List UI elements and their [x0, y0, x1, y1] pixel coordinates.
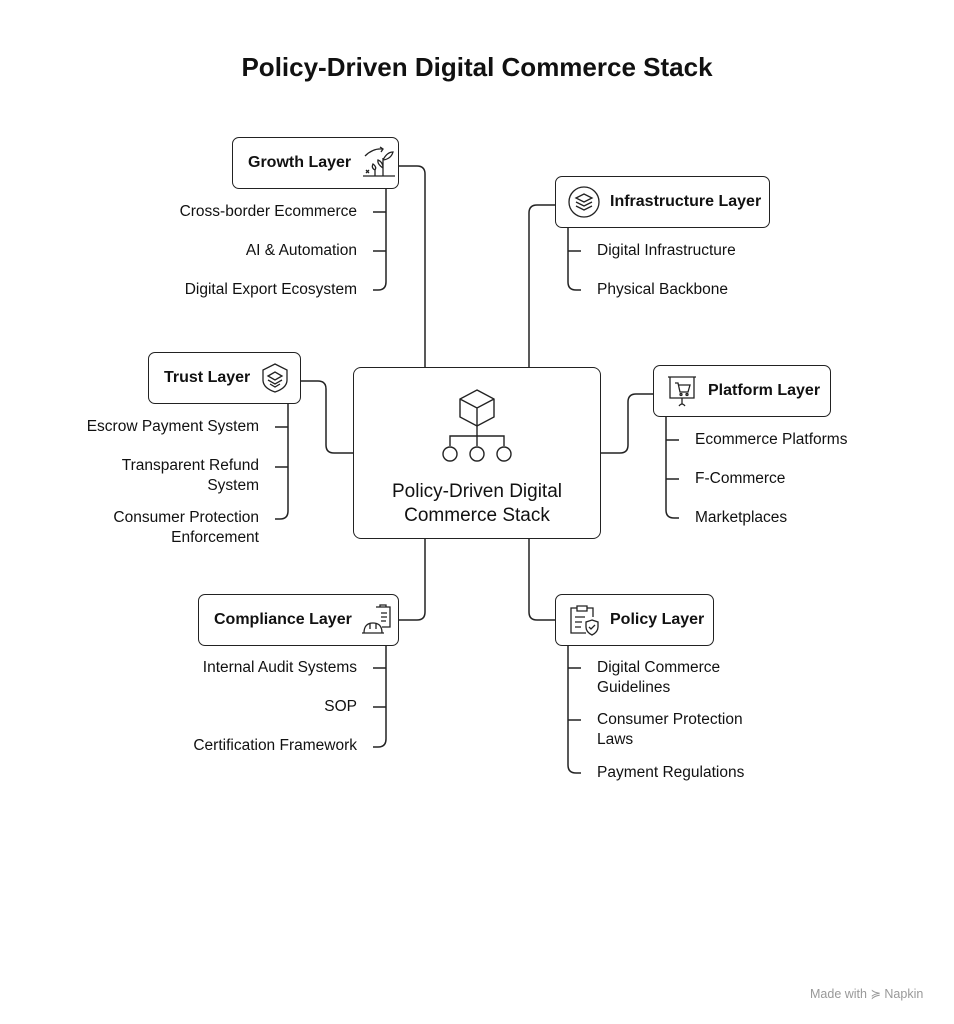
layers-icon [568, 186, 600, 218]
infrastructure-item: Physical Backbone [597, 281, 728, 298]
platform-layer-label: Platform Layer [708, 382, 821, 399]
policy-item-line: Digital Commerce [597, 659, 721, 676]
growth-layer-label: Growth Layer [248, 154, 352, 171]
trust-item-line: Transparent Refund [121, 457, 259, 474]
platform-item: Ecommerce Platforms [695, 431, 848, 448]
plant-growth-icon [363, 146, 396, 177]
center-title-line2: Commerce Stack [404, 505, 550, 526]
compliance-layer-node: Compliance Layer [198, 594, 399, 646]
infrastructure-layer-label: Infrastructure Layer [610, 193, 762, 210]
growth-item: Cross-border Ecommerce [179, 203, 357, 220]
policy-layer-node: Policy Layer [555, 594, 714, 646]
policy-item-line: Laws [597, 731, 634, 748]
center-title-line1: Policy-Driven Digital [392, 481, 562, 502]
trust-item: Escrow Payment System [86, 418, 259, 435]
platform-item: Marketplaces [695, 509, 788, 526]
trust-layer-label: Trust Layer [164, 369, 251, 386]
center-node: Policy-Driven Digital Commerce Stack [353, 367, 601, 539]
compliance-layer-label: Compliance Layer [214, 611, 352, 628]
policy-item: Payment Regulations [597, 764, 745, 781]
trust-item-line: Consumer Protection [113, 509, 259, 526]
infrastructure-item: Digital Infrastructure [597, 242, 736, 259]
made-with-napkin-footer: Made with ≽ Napkin [810, 987, 924, 1001]
hardhat-clipboard-icon [361, 604, 391, 634]
compliance-item: Certification Framework [193, 737, 357, 754]
policy-item-line: Guidelines [597, 679, 671, 696]
compliance-item: Internal Audit Systems [202, 659, 357, 676]
growth-item: AI & Automation [245, 242, 357, 259]
shield-icon [262, 363, 288, 393]
clipboard-shield-icon [570, 605, 599, 636]
cube-hierarchy-icon [442, 389, 512, 462]
compliance-item: SOP [324, 698, 357, 715]
policy-layer-label: Policy Layer [610, 611, 705, 628]
cart-board-icon [668, 376, 696, 407]
trust-item-line: System [207, 477, 259, 494]
infrastructure-layer-node: Infrastructure Layer [555, 176, 770, 228]
diagram-title: Policy-Driven Digital Commerce Stack [241, 52, 713, 82]
growth-layer-node: Growth Layer [232, 137, 399, 189]
policy-item-line: Consumer Protection [597, 711, 743, 728]
trust-item-line: Enforcement [171, 529, 259, 546]
platform-layer-node: Platform Layer [653, 365, 831, 417]
growth-item: Digital Export Ecosystem [184, 281, 357, 298]
platform-item: F-Commerce [695, 470, 786, 487]
trust-layer-node: Trust Layer [148, 352, 301, 404]
